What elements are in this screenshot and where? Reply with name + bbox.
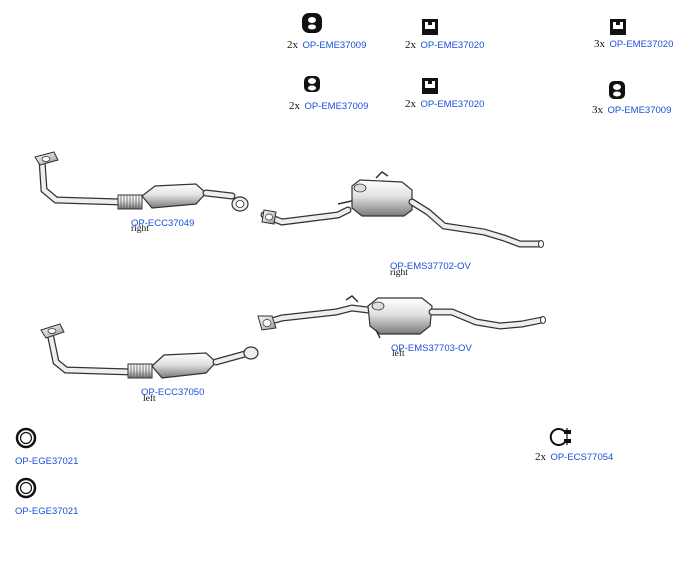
part-code-link[interactable]: OP-EME37009	[607, 105, 672, 116]
quantity: 2x	[287, 39, 298, 51]
gasket-label: OP-EGE37021	[15, 451, 78, 469]
silencer-right-drawing[interactable]	[260, 171, 544, 248]
gasket-ring-icon[interactable]	[15, 477, 37, 499]
quantity: 2x	[405, 98, 416, 110]
rubber-hanger-icon[interactable]	[610, 19, 626, 35]
quantity: 2x	[289, 100, 300, 112]
part-code-link[interactable]: OP-ECC37050	[141, 387, 205, 398]
mount-label: 2x OP-EME37020	[405, 38, 484, 52]
rubber-mount-icon[interactable]	[304, 76, 320, 92]
quantity: 2x	[535, 451, 546, 463]
part-code-link[interactable]: OP-EGE37021	[15, 506, 79, 517]
gasket-ring-icon[interactable]	[15, 427, 37, 449]
quantity: 3x	[594, 38, 605, 50]
silencer-left-drawing[interactable]	[257, 295, 546, 339]
rubber-hanger-icon[interactable]	[422, 19, 438, 35]
side-label: right	[390, 268, 408, 278]
side-label: left	[392, 349, 405, 359]
part-code-link[interactable]: OP-EME37020	[420, 99, 485, 110]
quantity: 2x	[405, 39, 416, 51]
mount-label: 2x OP-EME37009	[287, 38, 366, 52]
clamp-icon[interactable]	[549, 428, 571, 446]
rubber-mount-icon[interactable]	[609, 81, 625, 99]
mount-label: 3x OP-EME37009	[592, 103, 671, 117]
part-code-link[interactable]: OP-EME37020	[420, 40, 485, 51]
part-code-link[interactable]: OP-EME37009	[304, 101, 369, 112]
catalyst-right-drawing[interactable]	[34, 151, 249, 212]
rubber-hanger-icon[interactable]	[422, 78, 438, 94]
part-code-link[interactable]: OP-ECC37049	[131, 218, 195, 229]
part-code-link[interactable]: OP-EME37020	[609, 39, 674, 50]
quantity: 3x	[592, 104, 603, 116]
silencer-right-label: OP-EMS37702-OV	[390, 256, 471, 274]
silencer-left-label: OP-EMS37703-OV	[391, 338, 472, 356]
rubber-mount-icon[interactable]	[302, 13, 322, 33]
catalyst-right-label: OP-ECC37049	[131, 213, 194, 231]
catalyst-left-label: OP-ECC37050	[141, 382, 204, 400]
side-label: left	[143, 394, 156, 404]
part-code-link[interactable]: OP-EMS37703-OV	[391, 343, 472, 354]
mount-label: 2x OP-EME37020	[405, 97, 484, 111]
part-code-link[interactable]: OP-EME37009	[302, 40, 367, 51]
gasket-label: OP-EGE37021	[15, 501, 78, 519]
mount-label: 3x OP-EME37020	[594, 37, 673, 51]
catalyst-left-drawing[interactable]	[40, 323, 259, 379]
part-code-link[interactable]: OP-EMS37702-OV	[390, 261, 471, 272]
part-code-link[interactable]: OP-ECS77054	[550, 452, 614, 463]
clamp-label: 2x OP-ECS77054	[535, 450, 613, 464]
part-code-link[interactable]: OP-EGE37021	[15, 456, 79, 467]
side-label: right	[131, 224, 149, 234]
mount-label: 2x OP-EME37009	[289, 99, 368, 113]
